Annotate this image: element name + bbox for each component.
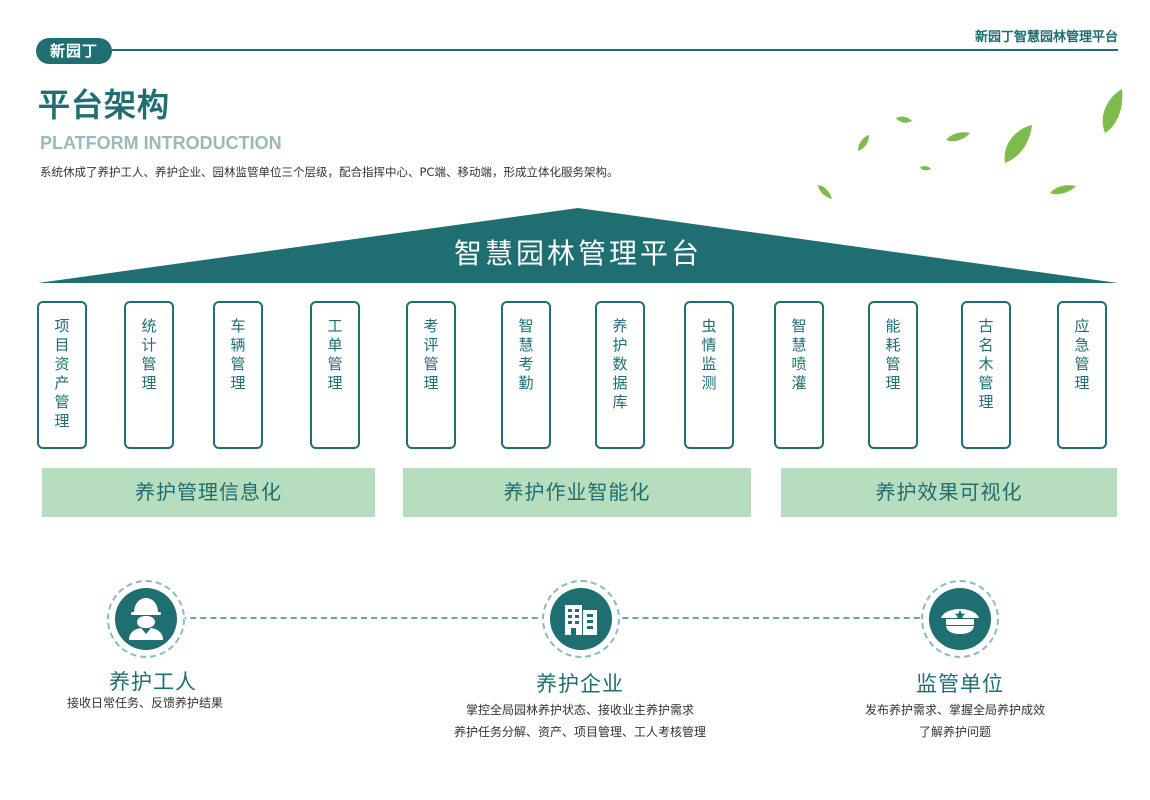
module-card: 智慧考勤 — [501, 301, 551, 449]
role-description: 接收日常任务、反馈养护结果 — [30, 692, 260, 714]
module-card: 虫情监测 — [684, 301, 734, 449]
module-card: 古名木管理 — [961, 301, 1011, 449]
role-description-line: 了解养护问题 — [918, 725, 991, 739]
role-title: 养护企业 — [536, 672, 624, 696]
header-platform-name: 新园丁智慧园林管理平台 — [974, 30, 1118, 45]
building-icon — [542, 580, 620, 658]
leaf-icon — [896, 116, 912, 123]
leaf-icon — [946, 132, 970, 142]
module-label: 智慧考勤 — [518, 317, 534, 392]
capability-bar: 养护效果可视化 — [781, 468, 1117, 517]
module-label: 古名木管理 — [978, 317, 994, 411]
leaf-icon — [1102, 89, 1123, 133]
capability-bar: 养护管理信息化 — [42, 468, 375, 517]
role-description: 发布养护需求、掌握全局养护成效 了解养护问题 — [820, 699, 1090, 743]
module-label: 养护数据库 — [612, 317, 628, 411]
page-title: 平台架构 — [38, 86, 171, 124]
leaf-icon — [920, 165, 931, 171]
page-subtitle: PLATFORM INTRODUCTION — [40, 133, 282, 153]
logo-badge: 新园丁 — [36, 38, 112, 64]
leaves-decoration — [858, 89, 1123, 195]
module-label: 统计管理 — [141, 317, 157, 392]
role-description: 掌控全局园林养护状态、接收业主养护需求 养护任务分解、资产、项目管理、工人考核管… — [420, 699, 740, 743]
leaf-icon — [858, 135, 869, 151]
header-divider — [112, 49, 1118, 51]
officer-cap-icon — [921, 580, 999, 658]
module-label: 考评管理 — [423, 317, 439, 392]
leaf-icon — [1004, 125, 1032, 163]
module-label: 项目资产管理 — [54, 317, 70, 430]
module-label: 车辆管理 — [230, 317, 246, 392]
role-description-line: 接收日常任务、反馈养护结果 — [66, 696, 223, 710]
roof-title: 智慧园林管理平台 — [453, 237, 702, 270]
module-card: 统计管理 — [124, 301, 174, 449]
module-label: 能耗管理 — [885, 317, 901, 392]
platform-roof — [38, 208, 1118, 283]
module-label: 智慧喷灌 — [791, 317, 807, 392]
module-card: 养护数据库 — [595, 301, 645, 449]
role-description-line: 发布养护需求、掌握全局养护成效 — [864, 703, 1045, 717]
module-label: 虫情监测 — [701, 317, 717, 392]
page-description: 系统休成了养护工人、养护企业、园林监管单位三个层级，配合指挥中心、PC端、移动端… — [40, 165, 619, 179]
role-title: 监管单位 — [916, 672, 1004, 696]
module-card: 应急管理 — [1057, 301, 1107, 449]
worker-icon — [107, 580, 185, 658]
module-card: 工单管理 — [310, 301, 360, 449]
module-card: 项目资产管理 — [37, 301, 87, 449]
module-label: 应急管理 — [1074, 317, 1090, 392]
role-description-line: 掌控全局园林养护状态、接收业主养护需求 — [465, 703, 694, 717]
leaf-icon — [1050, 185, 1076, 195]
role-description-line: 养护任务分解、资产、项目管理、工人考核管理 — [453, 725, 706, 739]
module-label: 工单管理 — [327, 317, 343, 392]
module-card: 智慧喷灌 — [774, 301, 824, 449]
module-card: 考评管理 — [406, 301, 456, 449]
capability-bar: 养护作业智能化 — [403, 468, 751, 517]
module-card: 能耗管理 — [868, 301, 918, 449]
module-card: 车辆管理 — [213, 301, 263, 449]
role-title: 养护工人 — [109, 670, 197, 694]
leaf-icon — [818, 185, 832, 199]
